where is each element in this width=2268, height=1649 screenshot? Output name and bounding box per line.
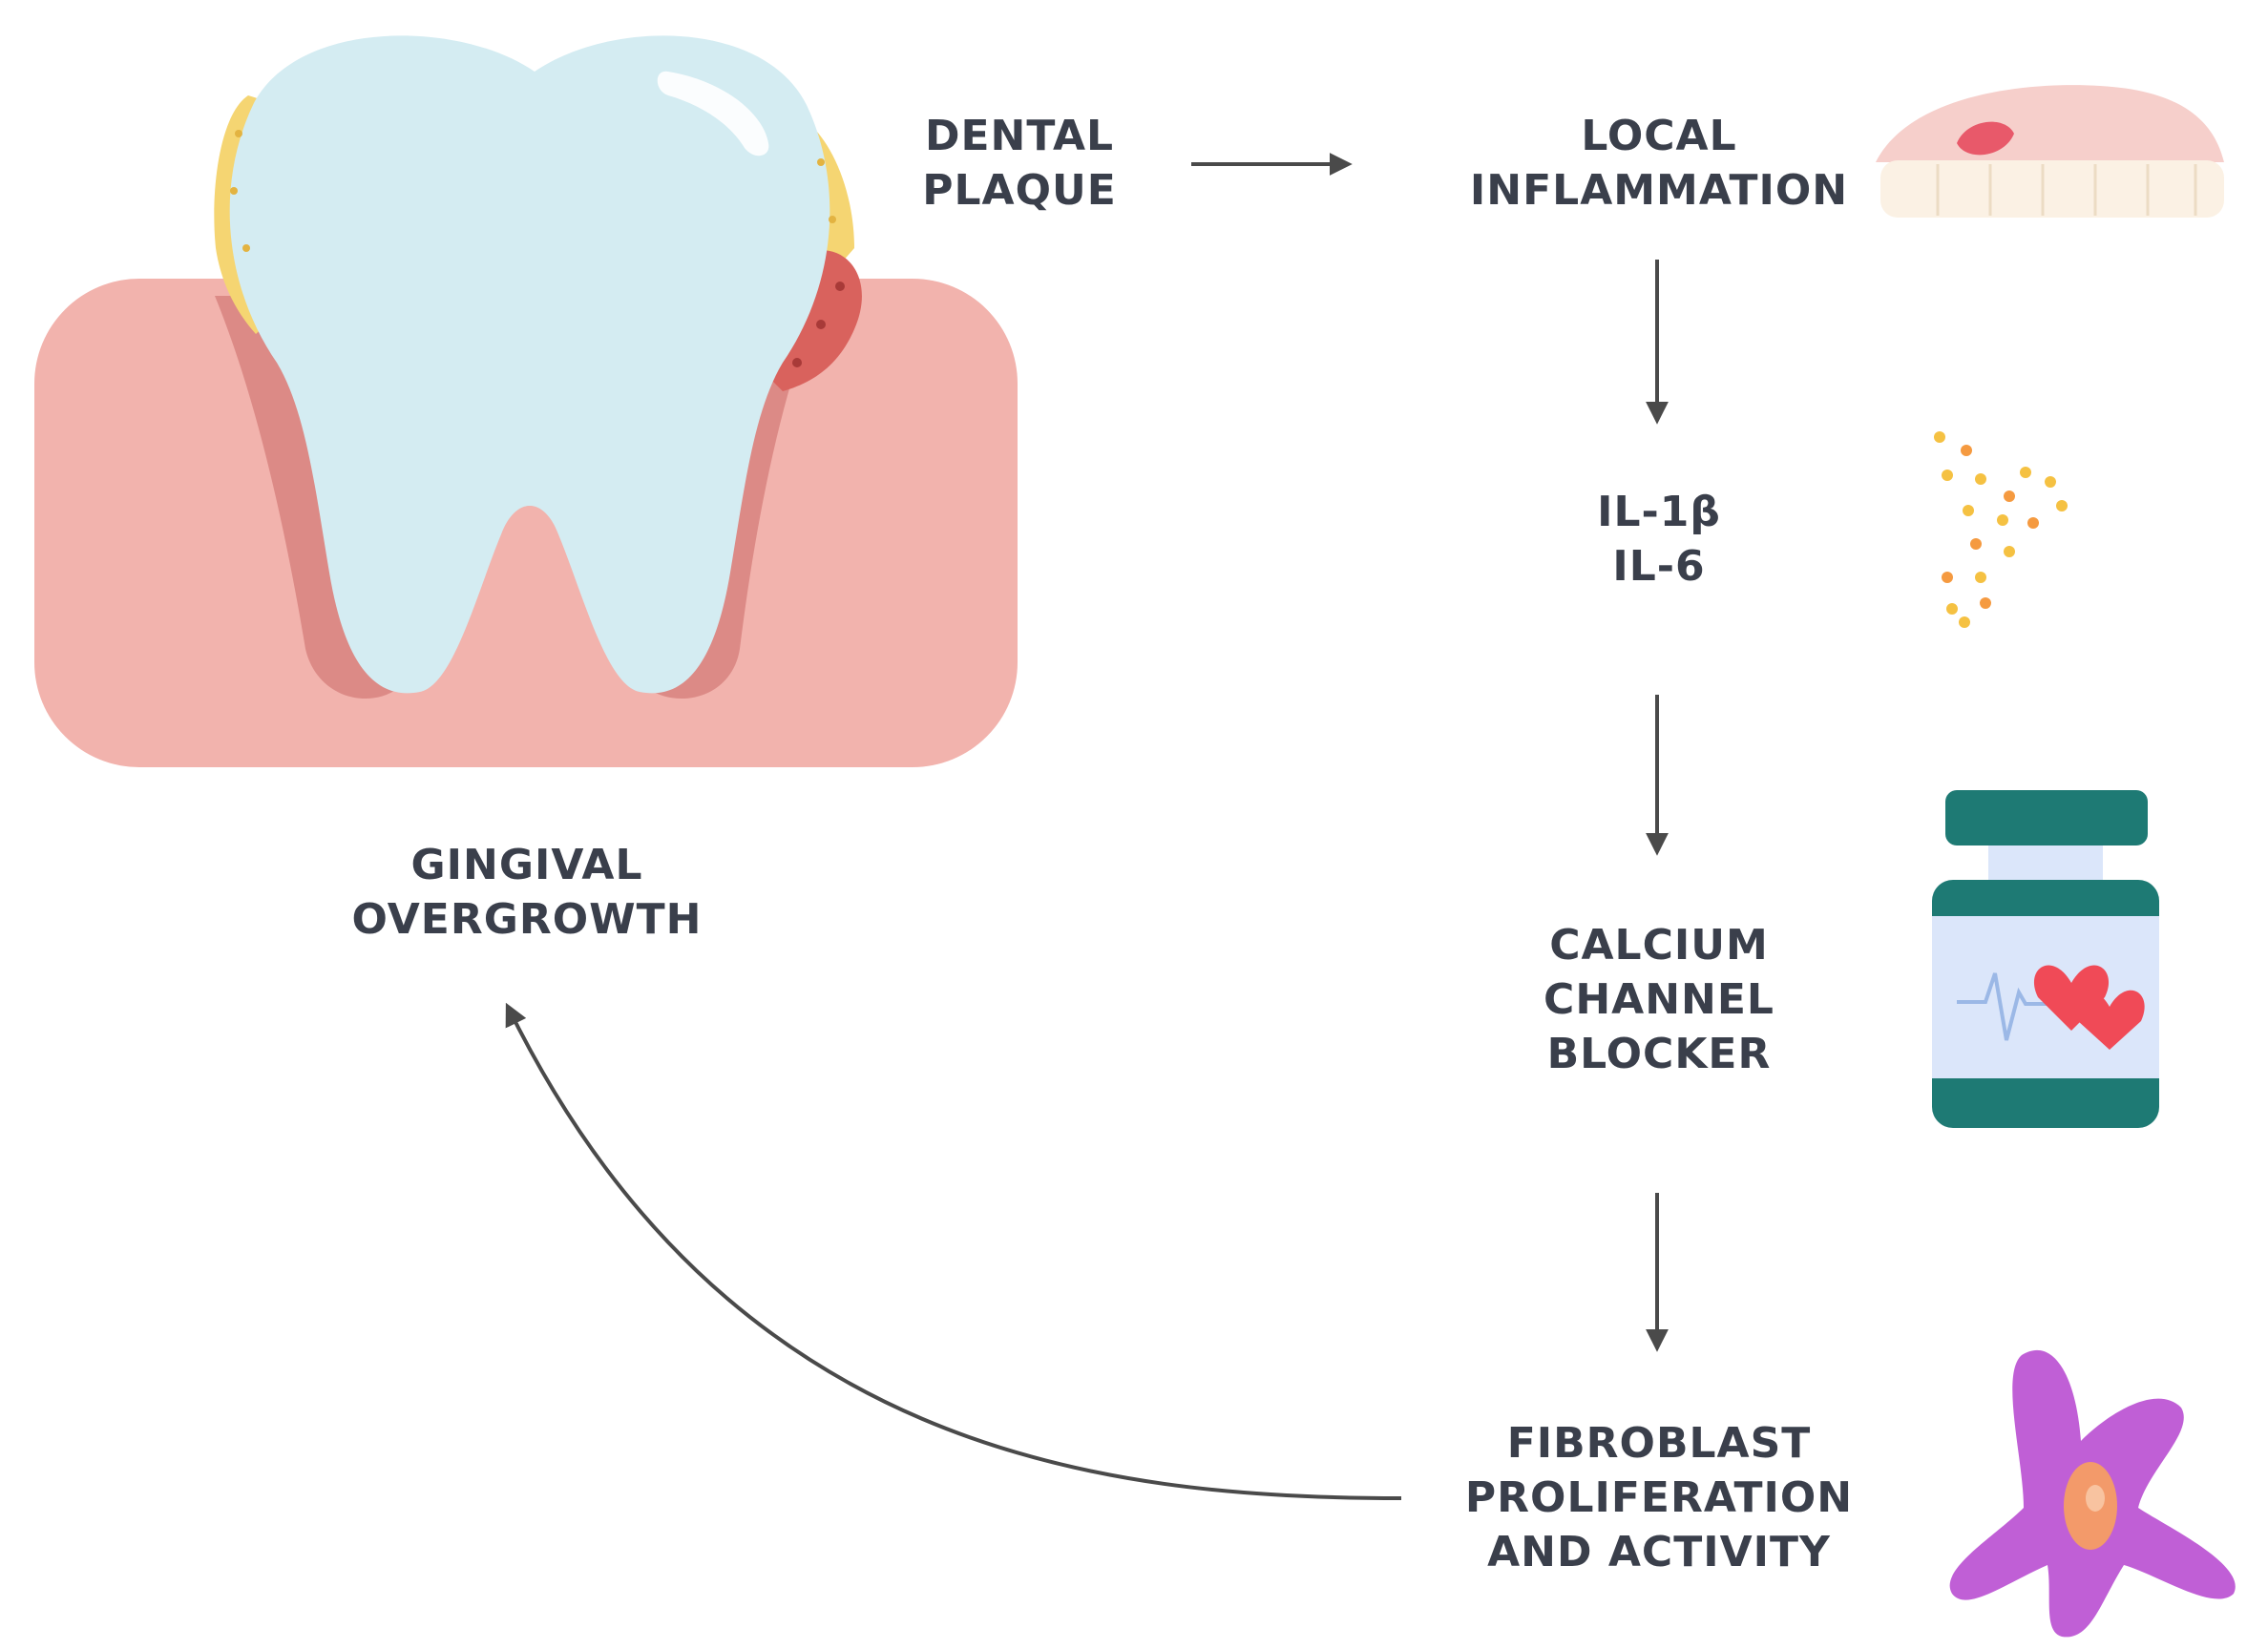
node-dental-plaque: DENTAL PLAQUE <box>922 109 1117 218</box>
node-ccb-line-3: BLOCKER <box>1546 1030 1772 1078</box>
node-gingival-overgrowth: GINGIVAL OVERGROWTH <box>352 838 703 947</box>
tooth-in-gum-icon <box>34 35 1018 767</box>
node-gingival-line-1: GINGIVAL <box>410 841 643 889</box>
node-local-inflammation: LOCAL INFLAMMATION <box>1470 109 1848 218</box>
medicine-bottle-icon <box>1932 790 2159 1128</box>
node-ccb-line-2: CHANNEL <box>1544 975 1774 1024</box>
node-cytokines-line-1: IL-1β <box>1597 488 1721 536</box>
node-cytokines-line-2: IL-6 <box>1612 542 1706 591</box>
node-fibroblast-line-2: PROLIFERATION <box>1464 1473 1854 1522</box>
node-plaque-line-1: DENTAL <box>924 112 1115 160</box>
node-ccb-line-1: CALCIUM <box>1549 921 1769 970</box>
arrow-fibroblast-to-gingival <box>505 1002 1402 1500</box>
node-inflammation-line-1: LOCAL <box>1581 112 1737 160</box>
node-inflammation-line-2: INFLAMMATION <box>1469 166 1849 215</box>
arrows <box>505 153 1669 1500</box>
cytokine-dots-icon <box>1934 431 2068 628</box>
node-calcium-channel-blocker: CALCIUM CHANNEL BLOCKER <box>1544 918 1774 1081</box>
node-cytokines: IL-1β IL-6 <box>1597 485 1721 594</box>
fibroblast-cell-icon <box>1949 1349 2236 1638</box>
node-fibroblast-line-1: FIBROBLAST <box>1506 1419 1812 1468</box>
node-plaque-line-2: PLAQUE <box>922 166 1117 215</box>
inflamed-gums-icon <box>1876 85 2224 218</box>
node-gingival-line-2: OVERGROWTH <box>351 895 703 944</box>
node-fibroblast-line-3: AND ACTIVITY <box>1487 1528 1831 1576</box>
node-fibroblast-proliferation: FIBROBLAST PROLIFERATION AND ACTIVITY <box>1465 1416 1853 1579</box>
